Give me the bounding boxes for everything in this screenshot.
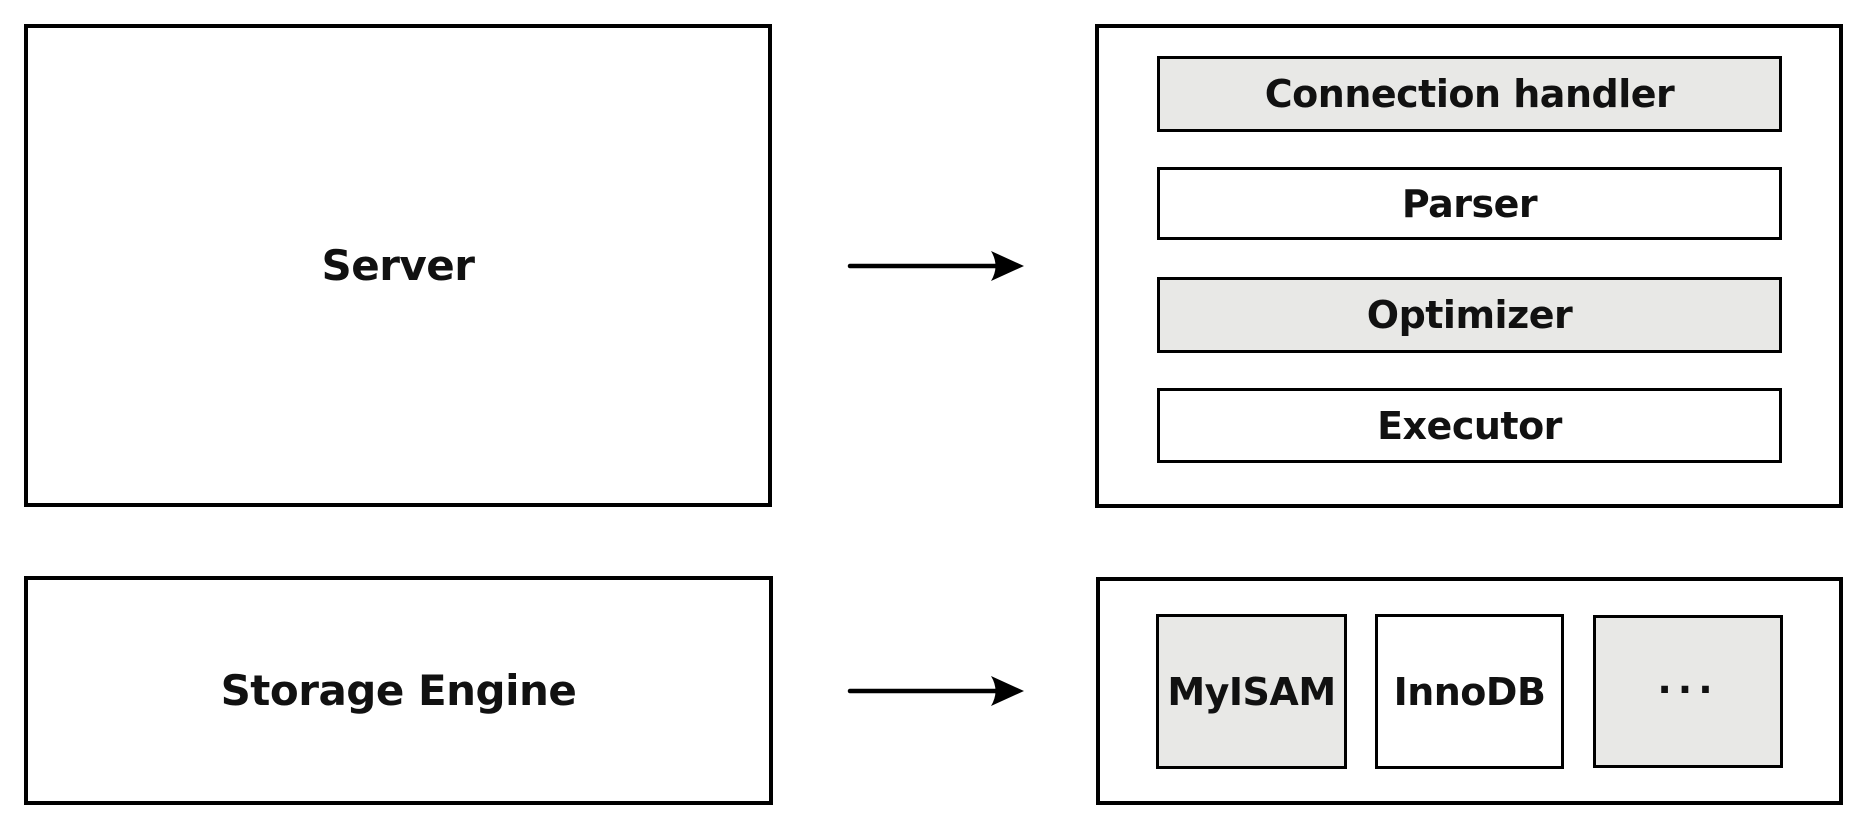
storage-engine-box: Storage Engine xyxy=(24,576,773,805)
engine-label: InnoDB xyxy=(1393,669,1546,714)
component-label: Parser xyxy=(1401,181,1538,226)
arrow-right-icon xyxy=(847,676,1024,706)
storage-engine-label: Storage Engine xyxy=(220,666,577,715)
engine-label: MyISAM xyxy=(1167,669,1336,714)
arrow-right-icon xyxy=(847,251,1024,281)
component-label: Optimizer xyxy=(1366,293,1573,337)
server-detail-box: Connection handler Parser Optimizer Exec… xyxy=(1095,24,1843,508)
engine-box-myisam: MyISAM xyxy=(1156,614,1347,769)
component-box-optimizer: Optimizer xyxy=(1157,277,1782,353)
component-box-connection-handler: Connection handler xyxy=(1157,56,1782,132)
component-box-parser: Parser xyxy=(1157,167,1782,240)
component-box-executor: Executor xyxy=(1157,388,1782,463)
engine-box-others: ... xyxy=(1593,615,1783,768)
component-label: Connection handler xyxy=(1264,72,1675,116)
server-box: Server xyxy=(24,24,772,507)
component-label: Executor xyxy=(1377,403,1562,448)
server-label: Server xyxy=(321,241,475,290)
storage-engine-detail-box: MyISAM InnoDB ... xyxy=(1096,577,1843,805)
engine-box-innodb: InnoDB xyxy=(1375,614,1564,769)
engine-label: ... xyxy=(1657,657,1719,702)
